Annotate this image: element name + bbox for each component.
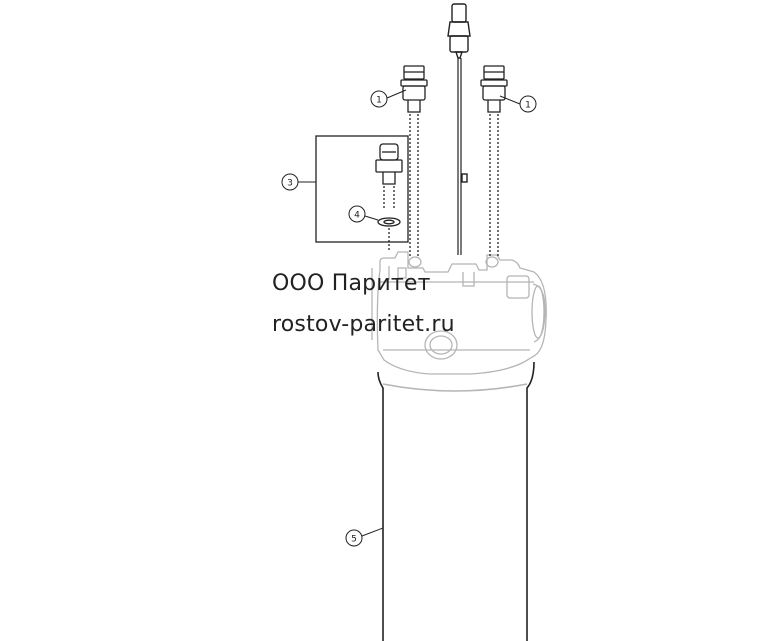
sensor-probe xyxy=(447,3,471,255)
plug-fitting xyxy=(375,143,403,210)
svg-text:1: 1 xyxy=(376,96,382,106)
callout-4: 4 xyxy=(348,205,366,223)
svg-text:1: 1 xyxy=(525,101,531,111)
callout-3: 3 xyxy=(281,173,299,191)
watermark-site: rostov-paritet.ru xyxy=(272,312,455,337)
filter-head xyxy=(371,251,547,375)
leader-lines xyxy=(298,89,521,537)
svg-text:5: 5 xyxy=(351,535,357,545)
bolt-left xyxy=(400,65,428,256)
bolt-right xyxy=(480,65,508,256)
svg-text:3: 3 xyxy=(287,179,293,189)
kit-box xyxy=(315,135,409,243)
callout-1-left: 1 xyxy=(370,90,388,108)
svg-text:4: 4 xyxy=(354,211,360,221)
callout-1-right: 1 xyxy=(519,95,537,113)
sealing-washer xyxy=(377,217,401,252)
watermark-company: ООО Паритет xyxy=(272,271,431,296)
filter-element xyxy=(377,361,535,641)
callout-5: 5 xyxy=(345,529,363,547)
